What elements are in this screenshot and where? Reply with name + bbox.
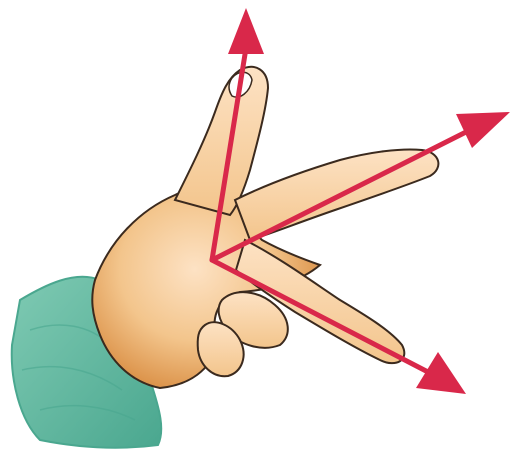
three-finger-rule-illustration: [0, 0, 512, 467]
